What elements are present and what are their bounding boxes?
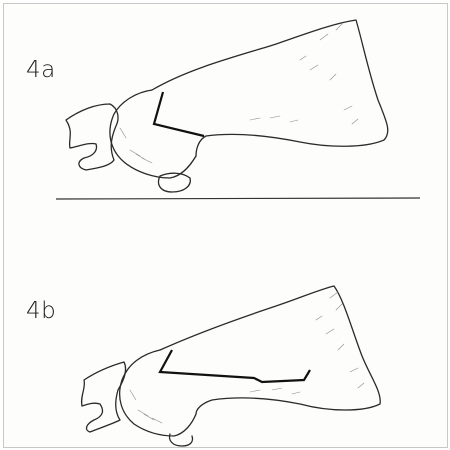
- ground-line: [56, 198, 420, 199]
- panel-4a-drawing: [56, 20, 420, 199]
- osteotomy-cut-4a: [154, 92, 204, 136]
- phalanx-4b: [82, 362, 126, 432]
- metatarsal-head-4b: [120, 350, 196, 436]
- shading-4a: [120, 24, 358, 163]
- metatarsal-shaft-4a: [152, 20, 388, 156]
- panel-4b-drawing: [82, 286, 381, 446]
- osteotomy-cut-4b: [160, 350, 310, 382]
- metatarsal-head-4a: [110, 90, 196, 178]
- sesamoid-4a: [159, 173, 191, 192]
- shading-4b: [130, 292, 364, 423]
- metatarsal-shaft-4b: [160, 286, 380, 414]
